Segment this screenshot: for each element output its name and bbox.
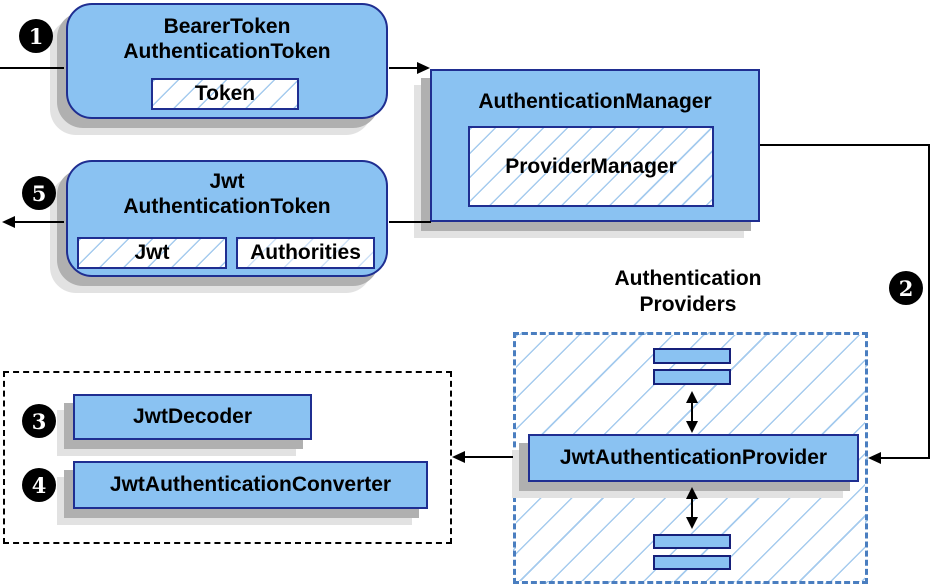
provider-placeholder-bar: [653, 348, 731, 364]
provider-manager-slot: ProviderManager: [468, 126, 714, 207]
authentication-manager-title: AuthenticationManager: [478, 90, 712, 113]
authentication-manager-node: AuthenticationManager ProviderManager: [430, 69, 760, 222]
jwt-authentication-provider-label: JwtAuthenticationProvider: [559, 446, 828, 469]
bearer-token-authentication-token-node: BearerToken AuthenticationToken Token: [66, 3, 388, 119]
token-slot-label: Token: [194, 82, 256, 105]
jwt-token-title-line1: Jwt: [209, 170, 245, 193]
authorities-slot-label: Authorities: [250, 241, 361, 264]
bearer-token-node-title: BearerToken AuthenticationToken: [68, 14, 386, 64]
token-slot: Token: [151, 78, 299, 110]
arrowhead-into-decoder-region: [452, 451, 465, 463]
step-1-badge: 1: [19, 19, 53, 53]
bearer-token-title-line2: AuthenticationToken: [123, 40, 331, 63]
step-4-badge: 4: [22, 468, 56, 502]
provider-placeholder-bar: [653, 369, 731, 385]
jwt-processing-region: [3, 371, 452, 544]
jwt-decoder-label: JwtDecoder: [132, 405, 253, 428]
jwt-authentication-converter-label: JwtAuthenticationConverter: [109, 473, 392, 496]
step-2-badge: 2: [889, 271, 923, 305]
jwt-decoder-node: JwtDecoder: [73, 394, 312, 440]
provider-placeholder-bar: [653, 534, 731, 549]
step-3-badge: 3: [22, 404, 56, 438]
jwt-authentication-token-node: Jwt AuthenticationToken Jwt Authorities: [66, 160, 388, 277]
providers-heading-line2: Providers: [639, 293, 737, 316]
step-5-badge: 5: [22, 176, 56, 210]
arrowhead-response-out: [2, 216, 15, 228]
provider-placeholder-bar: [653, 555, 731, 570]
jwt-token-title-line2: AuthenticationToken: [123, 195, 331, 218]
provider-manager-label: ProviderManager: [505, 154, 677, 178]
arrowhead-into-provider: [868, 452, 881, 464]
jwt-authentication-provider-node: JwtAuthenticationProvider: [528, 434, 859, 482]
jwt-slot: Jwt: [77, 237, 227, 269]
jwt-authentication-converter-node: JwtAuthenticationConverter: [73, 461, 428, 509]
arrowhead-into-manager: [417, 62, 430, 74]
authorities-slot: Authorities: [236, 237, 375, 269]
authentication-providers-region: JwtAuthenticationProvider: [513, 332, 868, 584]
jwt-slot-label: Jwt: [134, 241, 170, 264]
authentication-providers-heading: Authentication Providers: [553, 266, 823, 318]
bearer-token-title-line1: BearerToken: [163, 15, 291, 38]
providers-heading-line1: Authentication: [614, 267, 762, 290]
jwt-token-node-title: Jwt AuthenticationToken: [68, 169, 386, 219]
